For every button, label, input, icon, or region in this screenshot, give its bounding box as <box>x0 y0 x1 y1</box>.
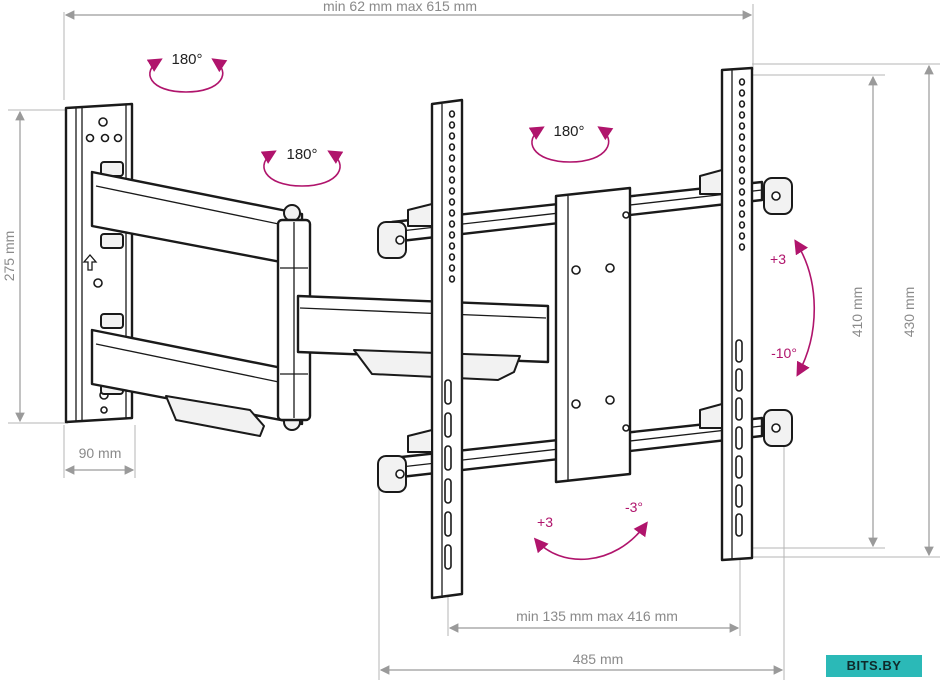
rail-hole <box>738 210 746 218</box>
rail-hole <box>448 275 456 283</box>
rail-hole <box>448 198 456 206</box>
vesa-410-label: 410 mm <box>849 287 865 338</box>
rail-hole <box>738 144 746 152</box>
rail-slot <box>444 412 452 438</box>
rail-hole <box>738 155 746 163</box>
rail-slot <box>444 511 452 537</box>
rail-hole <box>738 111 746 119</box>
rail-slot <box>735 339 743 363</box>
rail-hole <box>738 188 746 196</box>
rail-hole <box>738 199 746 207</box>
rail-hole <box>448 220 456 228</box>
rail-hole <box>448 132 456 140</box>
vesa-430-label: 430 mm <box>901 287 917 338</box>
rail-hole <box>738 89 746 97</box>
level-up-label: +3 <box>537 514 553 530</box>
tilt-down-label: -10° <box>771 345 797 361</box>
short-arm <box>296 294 550 381</box>
wall-swivel-label: 180° <box>171 51 202 68</box>
right-vertical-rail <box>699 66 754 562</box>
level-indicator: +3 -3° <box>533 499 648 561</box>
rail-hole <box>738 243 746 251</box>
rail-slot <box>735 455 743 479</box>
rail-slot <box>735 397 743 421</box>
rail-holes <box>444 78 746 570</box>
watermark-logo: BITS.BY <box>826 655 922 677</box>
rail-slot <box>444 544 452 570</box>
tilt-up-label: +3 <box>770 251 786 267</box>
wall-plate-height-label: 275 mm <box>1 231 17 282</box>
rail-hole <box>738 221 746 229</box>
dimension-vesa-430: 430 mm <box>752 63 940 558</box>
rail-slot <box>444 379 452 405</box>
rail-spacing-label: min 135 mm max 416 mm <box>516 608 678 624</box>
rail-hole <box>448 264 456 272</box>
rail-hole <box>448 165 456 173</box>
dimension-wall-plate-width: 90 mm <box>63 425 136 478</box>
arm-swivel-label: 180° <box>286 146 317 163</box>
rail-hole <box>448 231 456 239</box>
overall-width-label: 485 mm <box>573 651 624 667</box>
rail-hole <box>448 143 456 151</box>
rail-end-caps <box>377 177 793 493</box>
rail-slot <box>735 484 743 508</box>
rotation-arm-swivel: 180° <box>260 146 344 187</box>
dimension-rail-spacing: min 135 mm max 416 mm <box>447 560 741 636</box>
level-down-label: -3° <box>625 499 643 515</box>
rail-hole <box>448 121 456 129</box>
rail-slot <box>735 426 743 450</box>
rail-hole <box>738 177 746 185</box>
rail-hole <box>448 242 456 250</box>
rail-hole <box>448 253 456 261</box>
up-arrow-icon <box>82 254 98 271</box>
rail-slot <box>735 368 743 392</box>
rail-hole <box>448 110 456 118</box>
rail-hole <box>448 209 456 217</box>
rail-hole <box>448 154 456 162</box>
rail-hole <box>738 100 746 108</box>
dimension-vesa-410: 410 mm <box>742 74 885 549</box>
rail-hole <box>738 122 746 130</box>
rotation-head-swivel: 180° <box>528 123 614 163</box>
rail-hole <box>738 232 746 240</box>
rail-slot <box>735 513 743 537</box>
lower-arm <box>90 328 304 437</box>
rail-slot <box>444 478 452 504</box>
rail-hole <box>738 133 746 141</box>
rail-hole <box>738 166 746 174</box>
rail-hole <box>448 176 456 184</box>
rail-hole <box>738 78 746 86</box>
center-plate <box>554 186 632 484</box>
tilt-indicator: +3 -10° <box>770 239 816 377</box>
wall-plate-width-label: 90 mm <box>79 445 122 461</box>
dimension-arm-extension: min 62 mm max 615 mm <box>63 0 754 100</box>
dimension-wall-plate-height: 275 mm <box>1 109 68 424</box>
rail-slot <box>444 445 452 471</box>
rotation-wall-swivel: 180° <box>146 51 228 93</box>
head-swivel-label: 180° <box>553 123 584 140</box>
arm-extension-label: min 62 mm max 615 mm <box>323 0 477 14</box>
rail-hole <box>448 187 456 195</box>
dimension-overall-width: 485 mm <box>378 440 785 680</box>
